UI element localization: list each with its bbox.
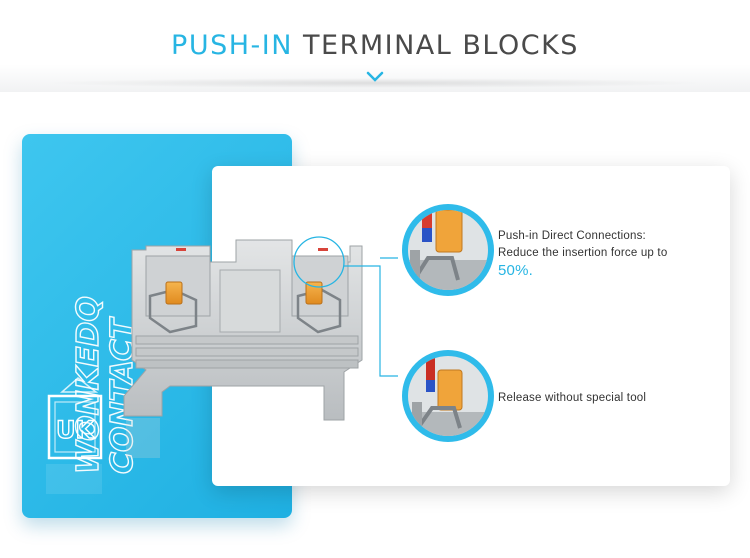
release-detail-icon xyxy=(402,350,494,442)
title-accent: PUSH-IN xyxy=(171,30,293,61)
title-rest: TERMINAL BLOCKS xyxy=(292,30,579,61)
feature-1-line-2: Reduce the insertion force up to xyxy=(498,247,668,259)
chevron-down-icon xyxy=(366,71,384,82)
feature-2: Release without special tool xyxy=(498,390,646,407)
feature-1: Push-in Direct Connections: Reduce the i… xyxy=(498,228,667,279)
feature-1-highlight: 50%. xyxy=(498,262,533,279)
logo-icon: UK xyxy=(47,377,103,460)
logo-text: UK xyxy=(56,416,95,444)
page-title: PUSH-IN TERMINAL BLOCKS xyxy=(0,30,750,61)
push-in-detail-icon xyxy=(402,204,494,296)
header-divider xyxy=(40,78,710,88)
feature-1-line-1: Push-in Direct Connections: xyxy=(498,230,646,242)
header: PUSH-IN TERMINAL BLOCKS xyxy=(0,0,750,92)
brand-line-2: CONTACT xyxy=(105,316,140,474)
feature-2-line-1: Release without special tool xyxy=(498,392,647,404)
